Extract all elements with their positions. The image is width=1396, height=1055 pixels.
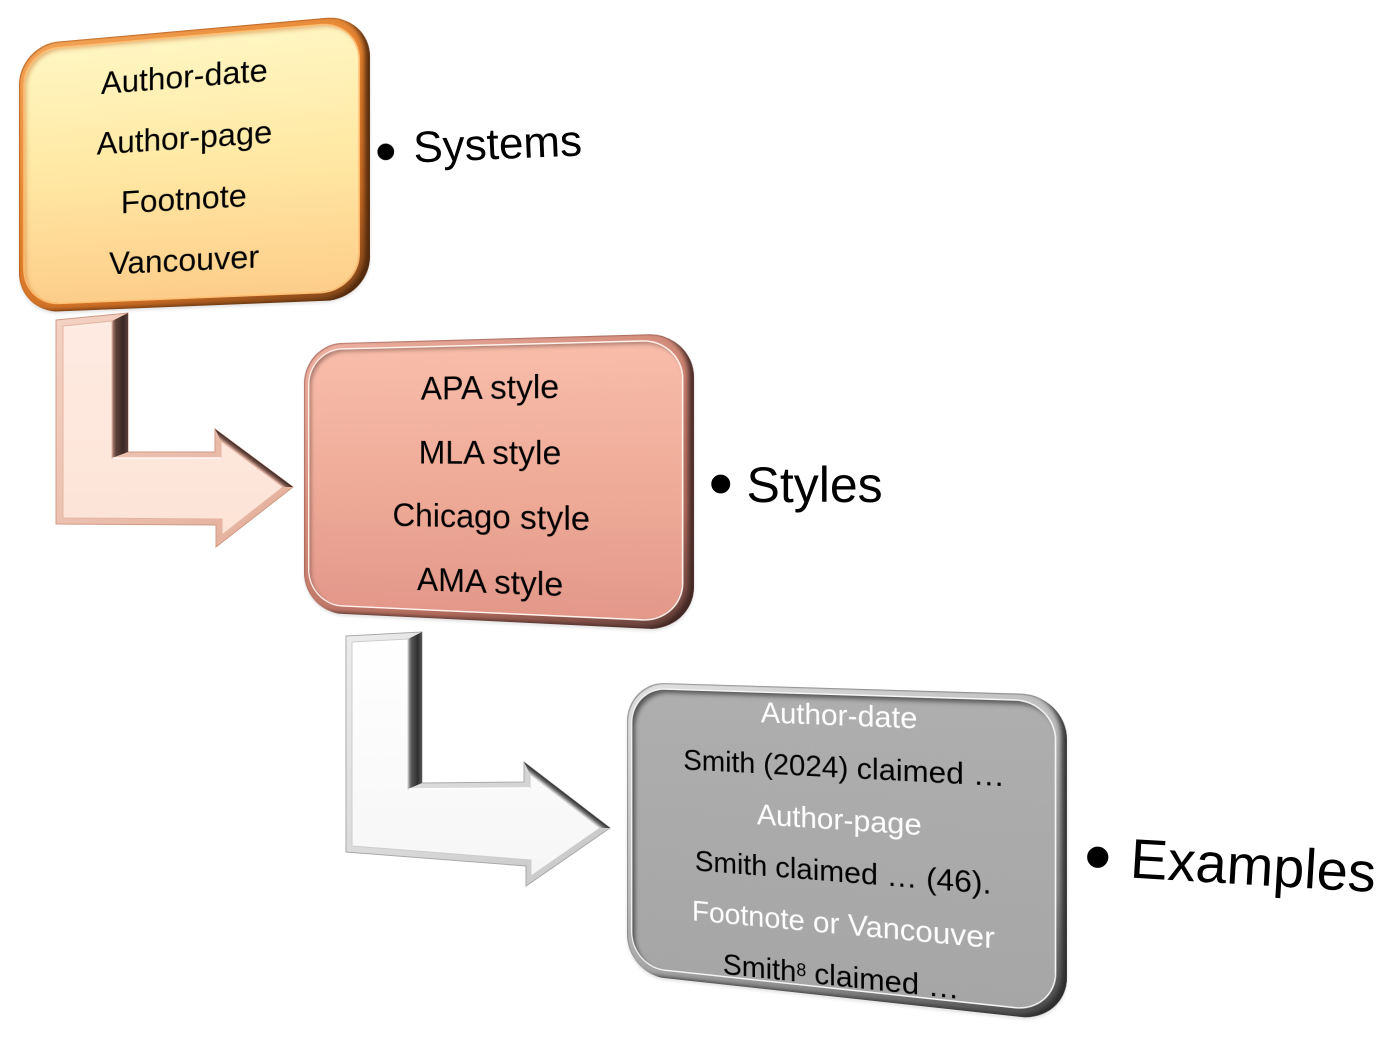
examples-label-text: Examples bbox=[1128, 826, 1378, 905]
systems-item: Author-page bbox=[96, 113, 273, 162]
citation-text: Smith bbox=[722, 948, 797, 989]
examples-list: Author-date Smith (2024) claimed … Autho… bbox=[632, 684, 1067, 1028]
styles-label: • Styles bbox=[708, 448, 883, 518]
styles-list: APA style MLA style Chicago style AMA st… bbox=[304, 351, 694, 624]
styles-item: AMA style bbox=[416, 560, 564, 603]
styles-item: APA style bbox=[420, 367, 560, 407]
arrow-head-shadow bbox=[524, 762, 610, 828]
systems-item: Vancouver bbox=[109, 238, 260, 282]
arrow-face bbox=[351, 638, 601, 877]
citation-text-after: claimed … bbox=[806, 956, 960, 1006]
styles-box: APA style MLA style Chicago style AMA st… bbox=[304, 332, 694, 631]
bullet-icon: • bbox=[373, 117, 399, 187]
systems-item: Footnote bbox=[120, 177, 247, 221]
example-system-name: Author-date bbox=[760, 696, 918, 736]
arrow-shaft-shadow bbox=[112, 313, 128, 458]
styles-label-text: Styles bbox=[746, 457, 883, 513]
example-citation: Smith (2024) claimed … bbox=[683, 744, 1006, 794]
systems-label: • Systems bbox=[374, 116, 583, 186]
styles-item: Chicago style bbox=[392, 496, 591, 538]
systems-to-styles-bent-arrow-icon bbox=[55, 312, 294, 549]
bullet-icon: • bbox=[1081, 811, 1115, 901]
styles-item: MLA style bbox=[418, 433, 562, 472]
arrow-shaft-shadow bbox=[408, 632, 422, 789]
systems-label-text: Systems bbox=[412, 116, 583, 173]
arrow-head-shadow bbox=[215, 429, 293, 487]
citation-superscript: 8 bbox=[796, 959, 807, 981]
systems-list: Author-date Author-page Footnote Vancouv… bbox=[19, 31, 357, 297]
styles-to-examples-bent-arrow-icon bbox=[345, 631, 611, 887]
arrow-face bbox=[62, 320, 284, 537]
examples-box: Author-date Smith (2024) claimed … Autho… bbox=[627, 682, 1067, 1022]
bullet-icon: • bbox=[708, 443, 734, 523]
systems-box: Author-date Author-page Footnote Vancouv… bbox=[19, 13, 370, 313]
arrow-highlight bbox=[408, 787, 531, 790]
